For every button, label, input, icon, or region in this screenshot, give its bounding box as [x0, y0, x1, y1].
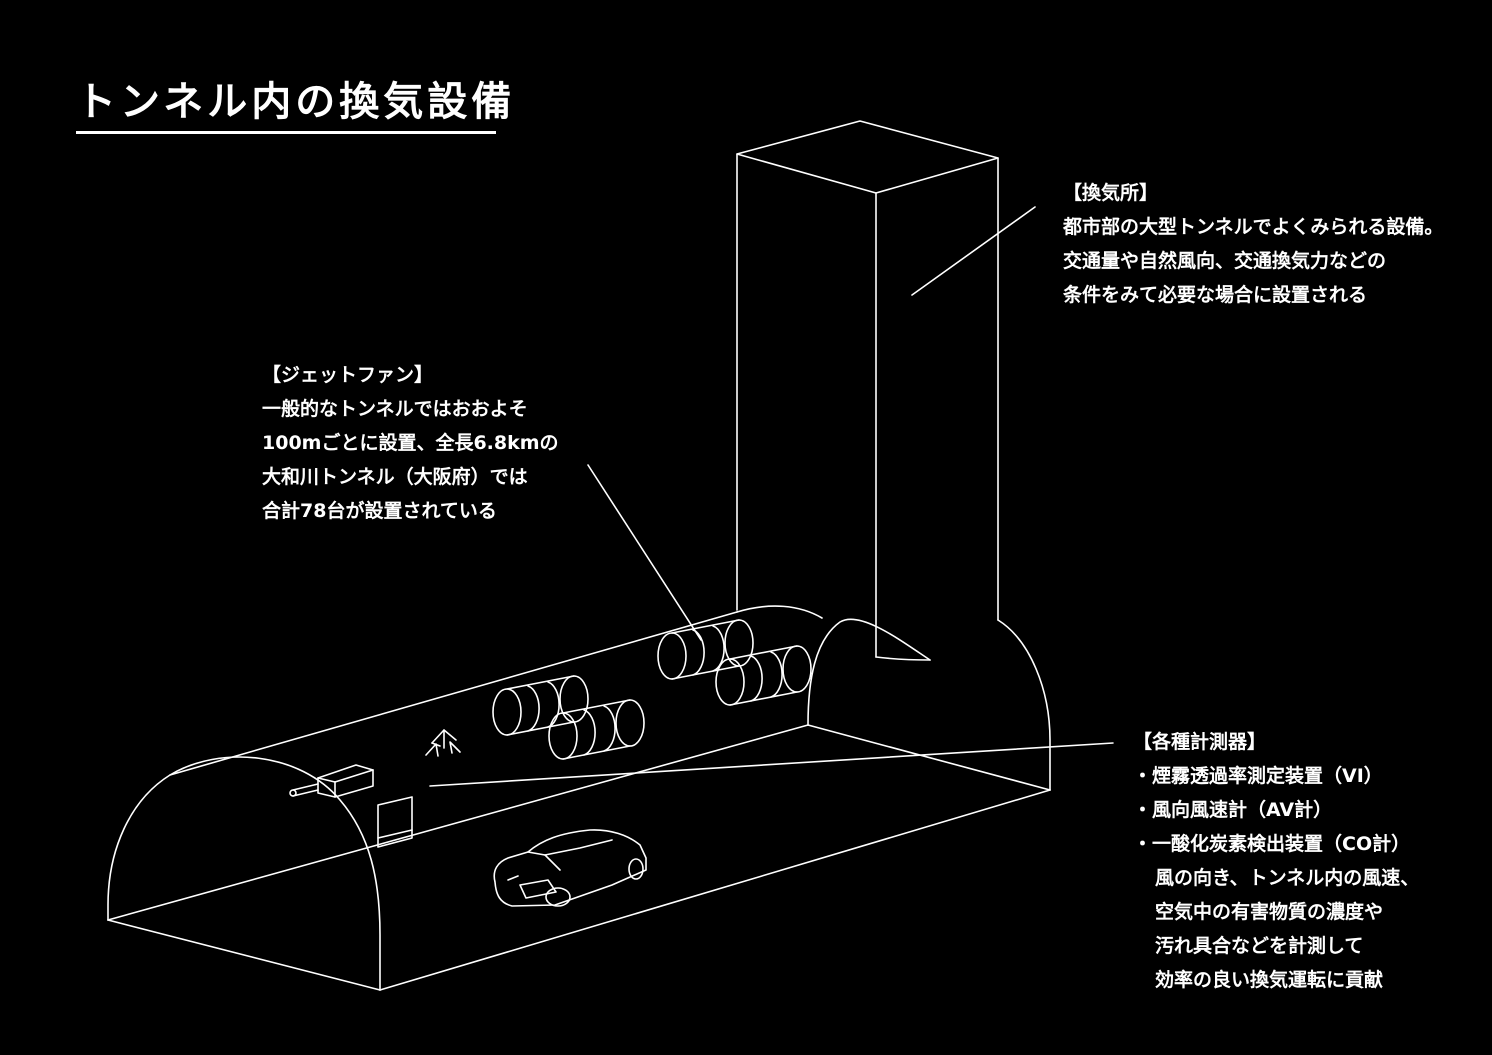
fan-leader-line	[587, 464, 702, 641]
callout-text-line: 交通量や自然風向、交通換気力などの	[1063, 250, 1387, 272]
title-underline	[76, 131, 496, 134]
callout-text-line: 大和川トンネル（大阪府）では	[262, 466, 528, 488]
callout-heading: 【換気所】	[1063, 182, 1159, 204]
car-icon	[493, 829, 647, 907]
station-leader-line	[911, 206, 1036, 296]
callout-heading: 【ジェットファン】	[262, 364, 434, 386]
callout-text-line: 100mごとに設置、全長6.8kmの	[262, 432, 559, 454]
leader-lines	[429, 206, 1114, 787]
callout-text-line: 風の向き、トンネル内の風速、	[1155, 867, 1420, 889]
callout-text-line: 都市部の大型トンネルでよくみられる設備。	[1063, 216, 1444, 238]
tunnel-icon	[107, 605, 1051, 991]
callout-sensors: 【各種計測器】 ・煙霧透過率測定装置（VI） ・風向風速計（AV計） ・一酸化炭…	[1133, 725, 1419, 997]
jet-fan-icon	[492, 619, 812, 760]
callout-text-line: 条件をみて必要な場合に設置される	[1063, 284, 1368, 306]
sensor-list-item: ・煙霧透過率測定装置（VI）	[1133, 765, 1383, 787]
sensor-leader-line	[429, 742, 1114, 787]
callout-text-line: 汚れ具合などを計測して	[1155, 935, 1364, 957]
callout-heading: 【各種計測器】	[1133, 731, 1267, 753]
callout-ventilation-station: 【換気所】 都市部の大型トンネルでよくみられる設備。 交通量や自然風向、交通換気…	[1063, 176, 1443, 312]
sensor-list-item: ・一酸化炭素検出装置（CO計）	[1133, 833, 1411, 855]
callout-text-line: 効率の良い換気運転に貢献	[1155, 969, 1384, 991]
callout-text-line: 空気中の有害物質の濃度や	[1155, 901, 1384, 923]
sensor-list-item: ・風向風速計（AV計）	[1133, 799, 1333, 821]
ventilation-shaft-icon	[736, 120, 999, 658]
sensor-icon	[289, 729, 461, 848]
callout-jet-fan: 【ジェットファン】 一般的なトンネルではおおよそ 100mごとに設置、全長6.8…	[262, 358, 559, 528]
page-title: トンネル内の換気設備	[76, 79, 516, 125]
callout-text-line: 一般的なトンネルではおおよそ	[262, 398, 528, 420]
callout-text-line: 合計78台が設置されている	[262, 500, 497, 522]
